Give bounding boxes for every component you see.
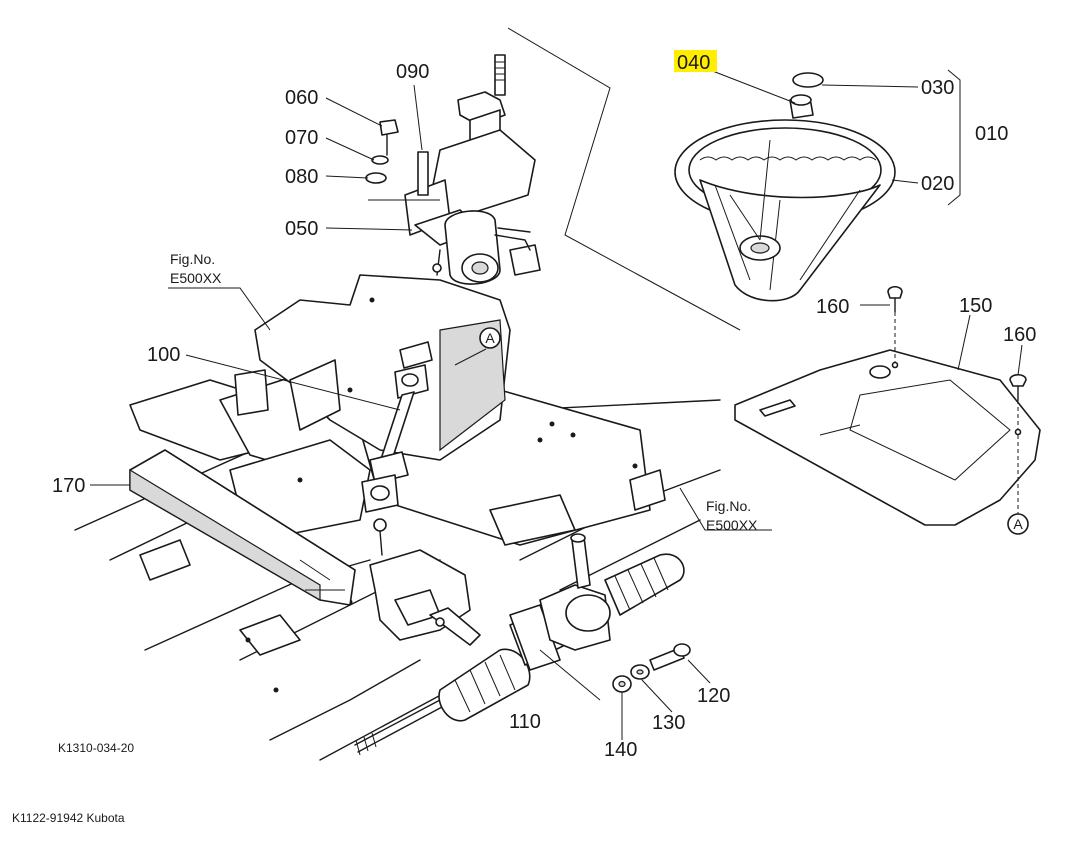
steering-wheel-drawing [674,69,961,302]
marker-a-column: A [479,327,501,349]
part-label-090[interactable]: 090 [396,61,429,83]
fig-reference-left: Fig.No. E500XX [170,251,222,286]
fig-reference-right: Fig.No. E500XX [706,498,758,533]
chassis-frame-drawing [74,274,721,761]
steering-rack-drawing [354,533,691,756]
part-label-010[interactable]: 010 [975,123,1008,145]
marker-a-column-text: A [485,330,495,346]
part-040-highlight [674,50,717,72]
part-labels: 040 030 010 020 060 090 070 080 050 100 … [52,52,1036,761]
part-label-070[interactable]: 070 [285,127,318,149]
drawing-code: K1310-034-20 [58,741,134,755]
part-label-170[interactable]: 170 [52,475,85,497]
fig-reference-right-code[interactable]: E500XX [706,517,758,533]
marker-a-plate: A [1007,513,1029,535]
part-label-040[interactable]: 040 [677,52,710,74]
part-label-020[interactable]: 020 [921,173,954,195]
part-label-110[interactable]: 110 [509,711,541,733]
fig-reference-left-title: Fig.No. [170,251,215,267]
marker-a-plate-text: A [1013,516,1023,532]
part-label-100[interactable]: 100 [147,344,180,366]
part-label-160-right[interactable]: 160 [1003,324,1036,346]
fig-reference-right-title: Fig.No. [706,498,751,514]
image-caption: K1122-91942 Kubota [12,811,125,825]
part-label-120[interactable]: 120 [697,685,730,707]
part-label-150[interactable]: 150 [959,295,992,317]
part-label-080[interactable]: 080 [285,166,318,188]
leader-lines [90,69,1023,740]
part-label-050[interactable]: 050 [285,218,318,240]
part-label-030[interactable]: 030 [921,77,954,99]
part-label-140[interactable]: 140 [604,739,637,761]
part-label-060[interactable]: 060 [285,87,318,109]
part-label-160-left[interactable]: 160 [816,296,849,318]
fig-reference-left-code[interactable]: E500XX [170,270,222,286]
part-label-130[interactable]: 130 [652,712,685,734]
floor-plate-drawing [734,285,1041,526]
